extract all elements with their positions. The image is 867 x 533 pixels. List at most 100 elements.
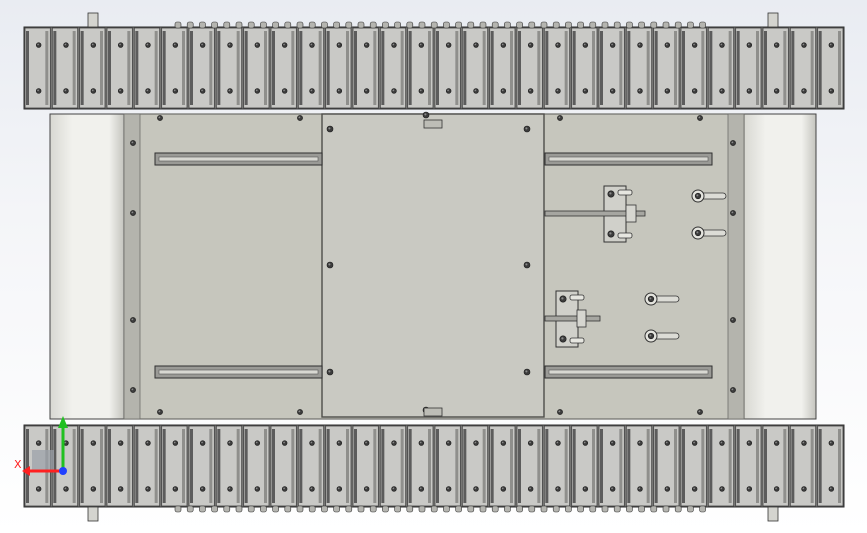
bolt [500, 440, 507, 446]
track-pad-groove [26, 429, 29, 503]
track-lug [467, 21, 475, 29]
track-lug [650, 21, 658, 29]
bolt-highlight [611, 43, 613, 46]
bolt-highlight [747, 43, 750, 46]
bolt [801, 440, 807, 446]
bolt-highlight [283, 89, 285, 92]
track-lug [687, 21, 694, 29]
bolt [35, 88, 42, 94]
track-lug [601, 505, 609, 513]
bolt-highlight [693, 487, 695, 490]
bolt-highlight [146, 43, 149, 46]
track-pad-groove [728, 429, 732, 503]
track-lug [247, 505, 255, 513]
bolt-highlight [119, 43, 121, 46]
track-lug [601, 21, 609, 29]
bolt [555, 42, 561, 48]
bolt-highlight [501, 89, 504, 92]
track-lug [467, 505, 475, 513]
bolt-highlight [747, 441, 750, 444]
track-pad-groove [127, 429, 131, 503]
bolt-highlight [310, 441, 313, 444]
bracket-tab [569, 294, 585, 301]
bolt [281, 486, 288, 492]
bolt [35, 42, 42, 48]
bolt [473, 440, 479, 446]
rail-slot-inner [158, 156, 319, 162]
bolt-highlight [337, 89, 340, 92]
bolt-highlight [131, 318, 134, 321]
track-pad-groove [674, 429, 677, 503]
track-pad-groove [217, 31, 221, 105]
bolt-highlight [337, 43, 340, 46]
bolt-highlight [158, 116, 161, 119]
bolt-highlight [556, 441, 559, 444]
track-pad-groove [408, 31, 412, 105]
bolt [719, 42, 725, 48]
track-pad-groove [482, 429, 486, 503]
track-lug [199, 505, 206, 513]
bolt-highlight [283, 487, 285, 490]
bolt-highlight [731, 141, 734, 144]
bolt [445, 440, 452, 446]
bolt [746, 42, 753, 48]
track-pad-groove [45, 31, 49, 105]
bolt [418, 486, 425, 492]
track-pad-groove [244, 429, 248, 503]
bolt [637, 88, 643, 94]
bolt-highlight [447, 487, 449, 490]
bolt [828, 440, 835, 446]
bolt-highlight [561, 337, 564, 340]
track-lug [565, 21, 572, 29]
bolt-highlight [731, 211, 734, 214]
triad-y-arrow [58, 416, 68, 428]
bolt [35, 440, 42, 446]
bolt-highlight [255, 487, 258, 490]
bolt-highlight [829, 441, 832, 444]
bracket-tab [569, 337, 585, 344]
bolt [500, 486, 507, 492]
bolt-highlight [583, 89, 586, 92]
track-lug [394, 505, 401, 513]
deck-side-rail [123, 113, 141, 420]
track-lug [223, 21, 231, 29]
track-lug [626, 21, 633, 29]
bolt [773, 440, 780, 446]
bolt-highlight [64, 441, 67, 444]
track-pad-groove [545, 429, 549, 503]
track-pad-groove [428, 429, 431, 503]
track-lug [479, 21, 487, 29]
bolt-highlight [328, 370, 331, 373]
bolt [773, 486, 780, 492]
track-pad-groove [436, 429, 439, 503]
bolt [691, 42, 698, 48]
bolt [145, 88, 151, 94]
bolt [117, 440, 124, 446]
bolt [582, 486, 589, 492]
shaft-collar [625, 204, 637, 223]
bolt-highlight [720, 43, 723, 46]
track-lug [626, 505, 633, 513]
bolt [391, 440, 397, 446]
bolt-highlight [365, 43, 367, 46]
track-pad-groove [72, 429, 76, 503]
track-pad-groove [108, 31, 111, 105]
track-pad-groove [72, 31, 76, 105]
track-lug [430, 505, 438, 513]
rear-roller [743, 113, 817, 420]
bolt-highlight [802, 89, 805, 92]
track-pad-groove [209, 31, 213, 105]
track-lug [418, 21, 426, 29]
bolt [719, 486, 725, 492]
bolt-highlight [609, 232, 612, 235]
bolt [172, 88, 179, 94]
track-pad-groove [354, 429, 357, 503]
track-pad-groove [400, 31, 404, 105]
track-pad-groove [400, 429, 404, 503]
rail-slot-inner [548, 156, 709, 162]
track-pad-groove [135, 31, 139, 105]
bolt [555, 486, 561, 492]
bolt-highlight [529, 487, 531, 490]
bolt [63, 88, 69, 94]
bolt-highlight [392, 89, 395, 92]
